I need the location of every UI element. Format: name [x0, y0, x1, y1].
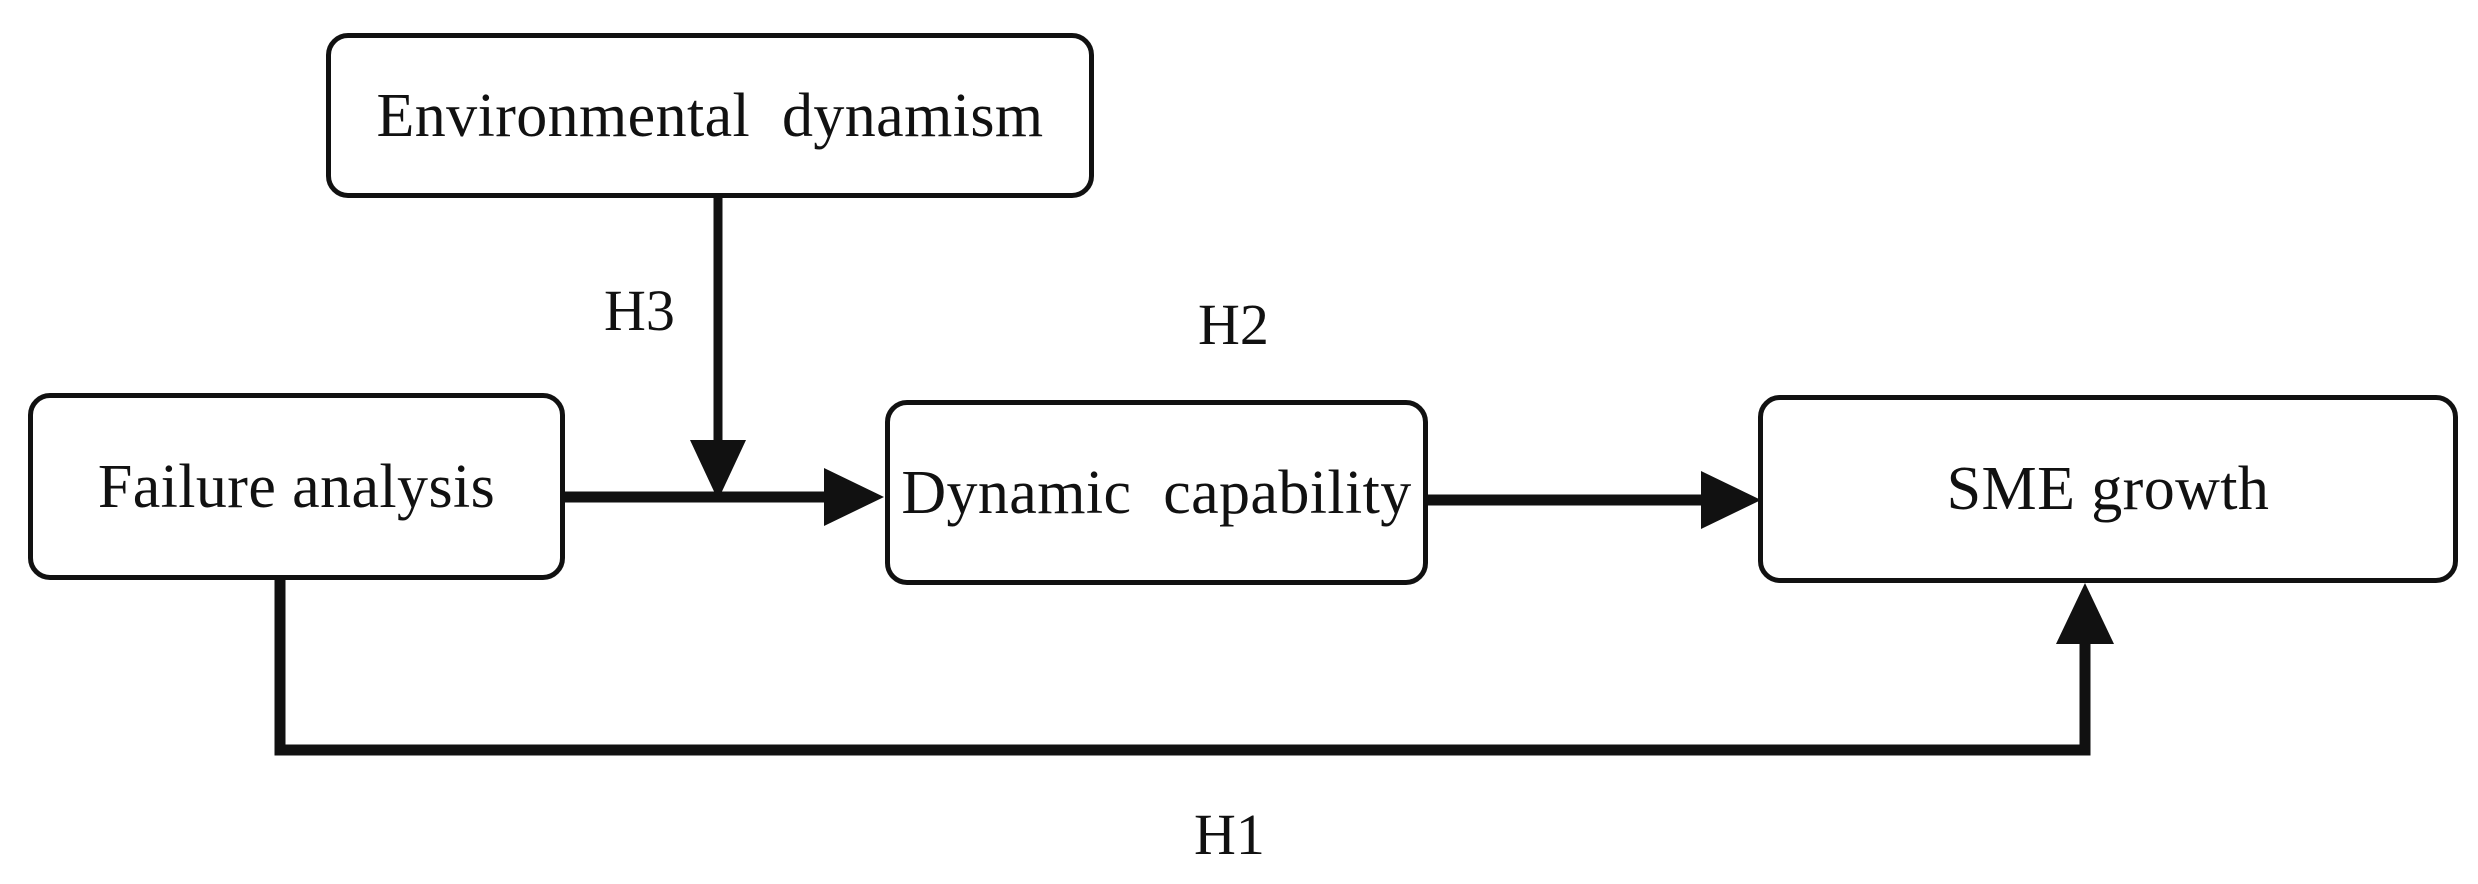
node-sme-growth-label: SME growth — [1946, 455, 2270, 523]
node-dynamic-capability[interactable]: Dynamic capability — [885, 400, 1428, 585]
hypothesis-label-h2: H2 — [1198, 292, 1269, 357]
edge-dynamic-to-sme — [1428, 471, 1761, 529]
node-failure-analysis-label: Failure analysis — [97, 452, 496, 521]
node-sme-growth[interactable]: SME growth — [1758, 395, 2458, 583]
hypothesis-label-h3: H3 — [604, 278, 675, 343]
hypothesis-label-h1: H1 — [1194, 802, 1265, 867]
node-environmental-dynamism[interactable]: Environmental dynamism — [326, 33, 1094, 198]
node-dynamic-capability-label: Dynamic capability — [901, 458, 1412, 527]
node-failure-analysis[interactable]: Failure analysis — [28, 393, 565, 580]
node-environmental-dynamism-label: Environmental dynamism — [376, 81, 1044, 150]
edge-environmental-moderator — [690, 198, 746, 500]
edge-failure-to-dynamic — [565, 468, 884, 526]
edge-failure-to-sme — [274, 574, 2114, 756]
